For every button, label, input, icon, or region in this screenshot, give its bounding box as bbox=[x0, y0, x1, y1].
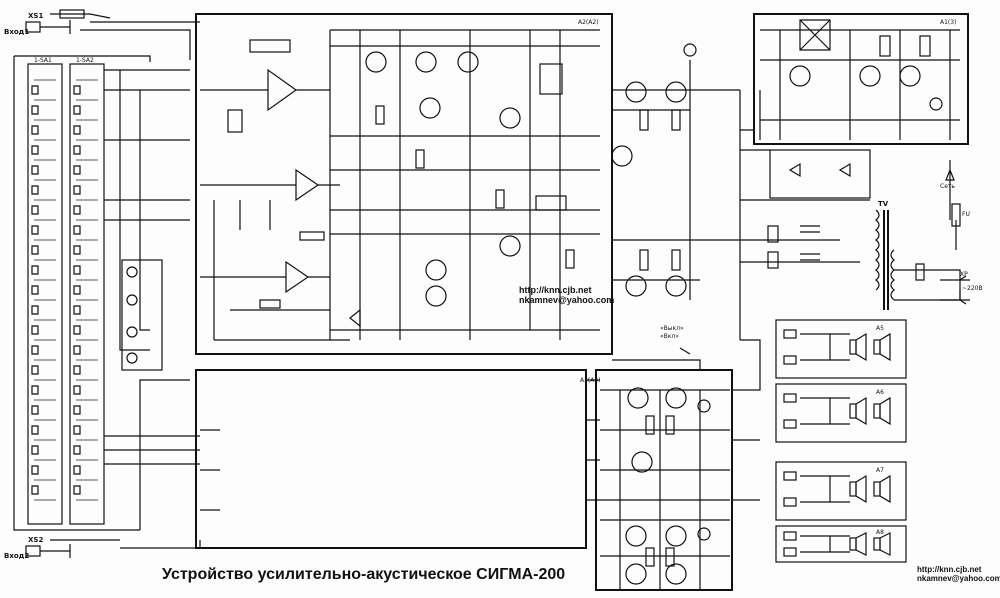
label-speaker-a7: A7 bbox=[876, 467, 884, 474]
label-xs2: XS2 bbox=[28, 536, 43, 544]
left-bus-wiring bbox=[13, 21, 201, 549]
label-plug: XP bbox=[960, 271, 968, 278]
output-stage-upper bbox=[612, 43, 740, 300]
label-sa1: 1-SA1 bbox=[34, 57, 52, 64]
switch-bank-sa2 bbox=[69, 63, 105, 525]
label-board-a1: A1(3) bbox=[940, 19, 956, 26]
board-a4-outline bbox=[595, 369, 733, 591]
label-speaker-a5: A5 bbox=[876, 325, 884, 332]
opamp-stages bbox=[200, 39, 350, 341]
speaker-box-a6 bbox=[775, 383, 907, 443]
label-speaker-a8: A8 bbox=[876, 529, 884, 536]
corner-watermark: http://knn.cjb.net nkamnev@yahoo.com bbox=[917, 565, 1000, 583]
label-transformer: TV bbox=[878, 200, 889, 208]
label-mains-voltage: ~220В bbox=[962, 285, 983, 292]
label-speaker-a6: A6 bbox=[876, 389, 884, 396]
board-power-outline bbox=[753, 13, 969, 145]
speaker-box-a8 bbox=[775, 525, 907, 563]
diagram-title: Устройство усилительно-акустическое СИГМ… bbox=[162, 566, 566, 583]
switch-bank-sa1 bbox=[27, 63, 63, 525]
label-on: «Вкл» bbox=[660, 333, 679, 340]
label-input-2: Вход2 bbox=[4, 552, 29, 560]
label-mains-switch: Сеть bbox=[940, 183, 955, 190]
label-sa2: 1-SA2 bbox=[76, 57, 94, 64]
corner-watermark-url: http://knn.cjb.net bbox=[917, 565, 982, 574]
power-supply-circuit bbox=[760, 19, 960, 140]
input-jack-xs2 bbox=[25, 539, 120, 558]
led-indicators bbox=[121, 259, 163, 371]
label-input-1: Вход1 bbox=[4, 28, 29, 36]
board-a2-outline bbox=[195, 13, 613, 355]
input-jack-xs1 bbox=[25, 9, 111, 34]
label-fuse: FU bbox=[962, 211, 970, 218]
transistor-network bbox=[329, 29, 633, 340]
interboard-wiring bbox=[200, 90, 761, 511]
rectifier-area bbox=[739, 90, 871, 340]
label-xs1: XS1 bbox=[28, 12, 43, 20]
label-board-a2: A2(A2) bbox=[578, 19, 599, 26]
label-board-a3: A3(A4) bbox=[580, 377, 601, 384]
center-watermark: http://knn.cjb.net nkamnev@yahoo.com bbox=[519, 285, 614, 305]
corner-watermark-email: nkamnev@yahoo.com bbox=[917, 574, 1000, 583]
center-watermark-url: http://knn.cjb.net bbox=[519, 285, 592, 295]
output-stage-lower bbox=[600, 387, 730, 590]
speaker-box-a7 bbox=[775, 461, 907, 521]
center-watermark-email: nkamnev@yahoo.com bbox=[519, 295, 615, 305]
label-off: «Выкл» bbox=[660, 325, 684, 332]
board-a3-outline bbox=[195, 369, 587, 549]
mains-plug bbox=[940, 275, 970, 305]
speaker-box-a5 bbox=[775, 319, 907, 379]
